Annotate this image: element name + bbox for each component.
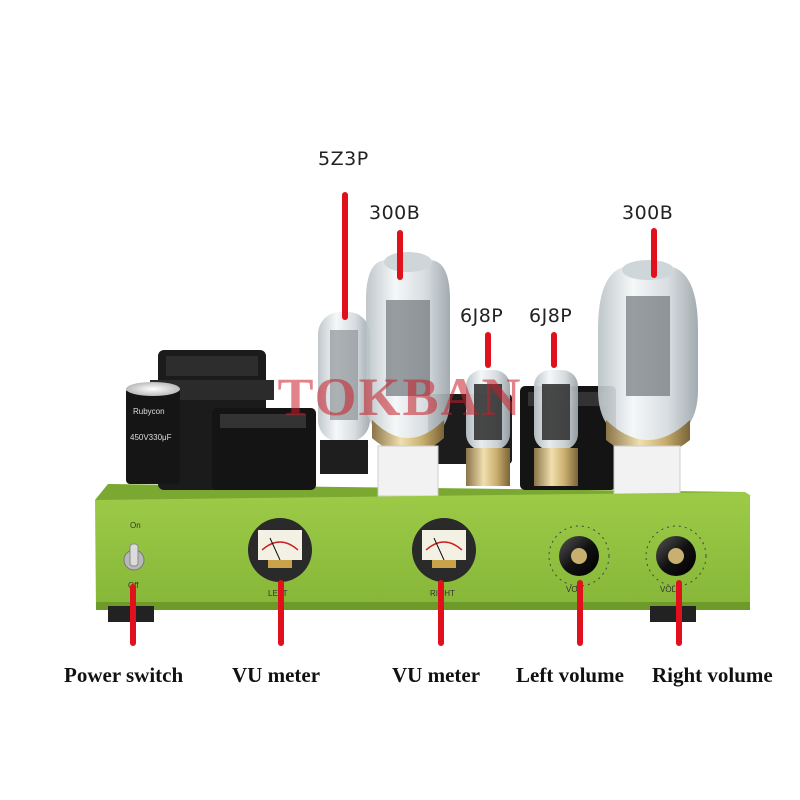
callout-vu-meter-right: VU meter: [392, 663, 481, 687]
filter-capacitor: Rubycon 450V330μF: [126, 382, 180, 484]
capacitor-rating: 450V330μF: [130, 433, 172, 442]
output-transformer-left: [212, 408, 316, 490]
callout-power-switch: Power switch: [64, 663, 184, 687]
volume-knob-left[interactable]: VOL: [548, 525, 610, 594]
knob-left-label: VOL: [566, 585, 583, 594]
knob-right-label: VOL: [660, 585, 677, 594]
bottom-pointers: [130, 580, 682, 646]
label-300b-right: 300B: [622, 202, 674, 224]
rectifier-tube: [318, 312, 370, 474]
label-6j8p-left: 6J8P: [460, 305, 504, 327]
top-pointers: [342, 192, 657, 368]
vu-meter-left: LEFT: [248, 518, 312, 598]
power-tube-300b-left: [366, 252, 450, 497]
label-5z3p: 5Z3P: [318, 148, 369, 170]
label-6j8p-right: 6J8P: [529, 305, 573, 327]
driver-tube-6j8p-left: [466, 370, 510, 486]
volume-knob-right[interactable]: VOL: [645, 525, 707, 594]
callout-right-volume: Right volume: [652, 663, 773, 687]
callout-vu-meter-left: VU meter: [232, 663, 321, 687]
meter-left-label: LEFT: [268, 589, 288, 598]
switch-on-label: On: [130, 521, 141, 530]
driver-tube-6j8p-right: [534, 370, 578, 486]
label-300b-left: 300B: [369, 202, 421, 224]
callout-left-volume: Left volume: [516, 663, 624, 687]
capacitor-brand: Rubycon: [133, 407, 165, 416]
power-tube-300b-right: [598, 260, 698, 497]
